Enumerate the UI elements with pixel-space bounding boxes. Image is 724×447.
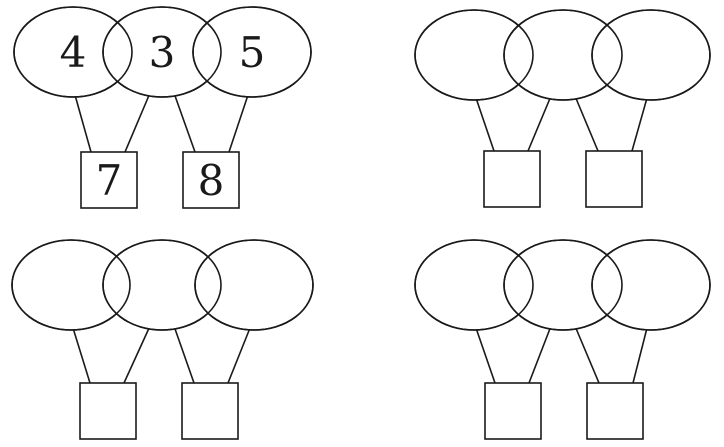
box-number: 8 [198,156,225,205]
oval-outline [192,6,312,98]
oval-outline [503,9,623,101]
connector-line [475,327,496,384]
oval-outline [102,239,222,331]
box-number: 7 [96,156,123,205]
oval-number: 3 [149,28,176,77]
puzzle-2 [414,9,711,208]
connector-line [574,325,600,384]
connector-line [528,325,552,384]
connector-line [74,94,92,153]
answer-box[interactable] [484,382,542,440]
connector-line [173,92,196,153]
connector-line [123,325,151,384]
oval-outline [503,239,623,331]
connector-line [72,327,91,384]
answer-box[interactable] [483,150,541,208]
oval-number: 5 [239,28,266,77]
oval-outline [194,239,314,331]
oval-outline [591,239,711,331]
oval-outline [11,239,131,331]
oval-outline [414,239,534,331]
puzzle-3 [11,239,314,440]
connector-line [173,325,195,384]
answer-box[interactable] [181,382,239,440]
connector-line [527,95,552,152]
oval-outline [102,6,222,98]
connector-line [475,97,495,152]
oval-number: 4 [60,28,87,77]
oval-outline [414,9,534,101]
connector-line [632,327,648,384]
answer-box[interactable]: 7 [80,151,138,209]
connector-line [124,92,151,153]
puzzle-4 [414,239,711,440]
connector-line [228,94,249,153]
answer-box[interactable] [585,150,643,208]
oval-outline [13,6,133,98]
answer-box[interactable] [586,382,644,440]
puzzle-1: 4 3 5 7 8 [13,6,312,209]
oval-outline [591,9,711,101]
answer-box[interactable]: 8 [182,151,240,209]
answer-box[interactable] [79,382,137,440]
connector-line [227,327,251,384]
connector-line [631,97,648,152]
connector-line [574,95,599,152]
